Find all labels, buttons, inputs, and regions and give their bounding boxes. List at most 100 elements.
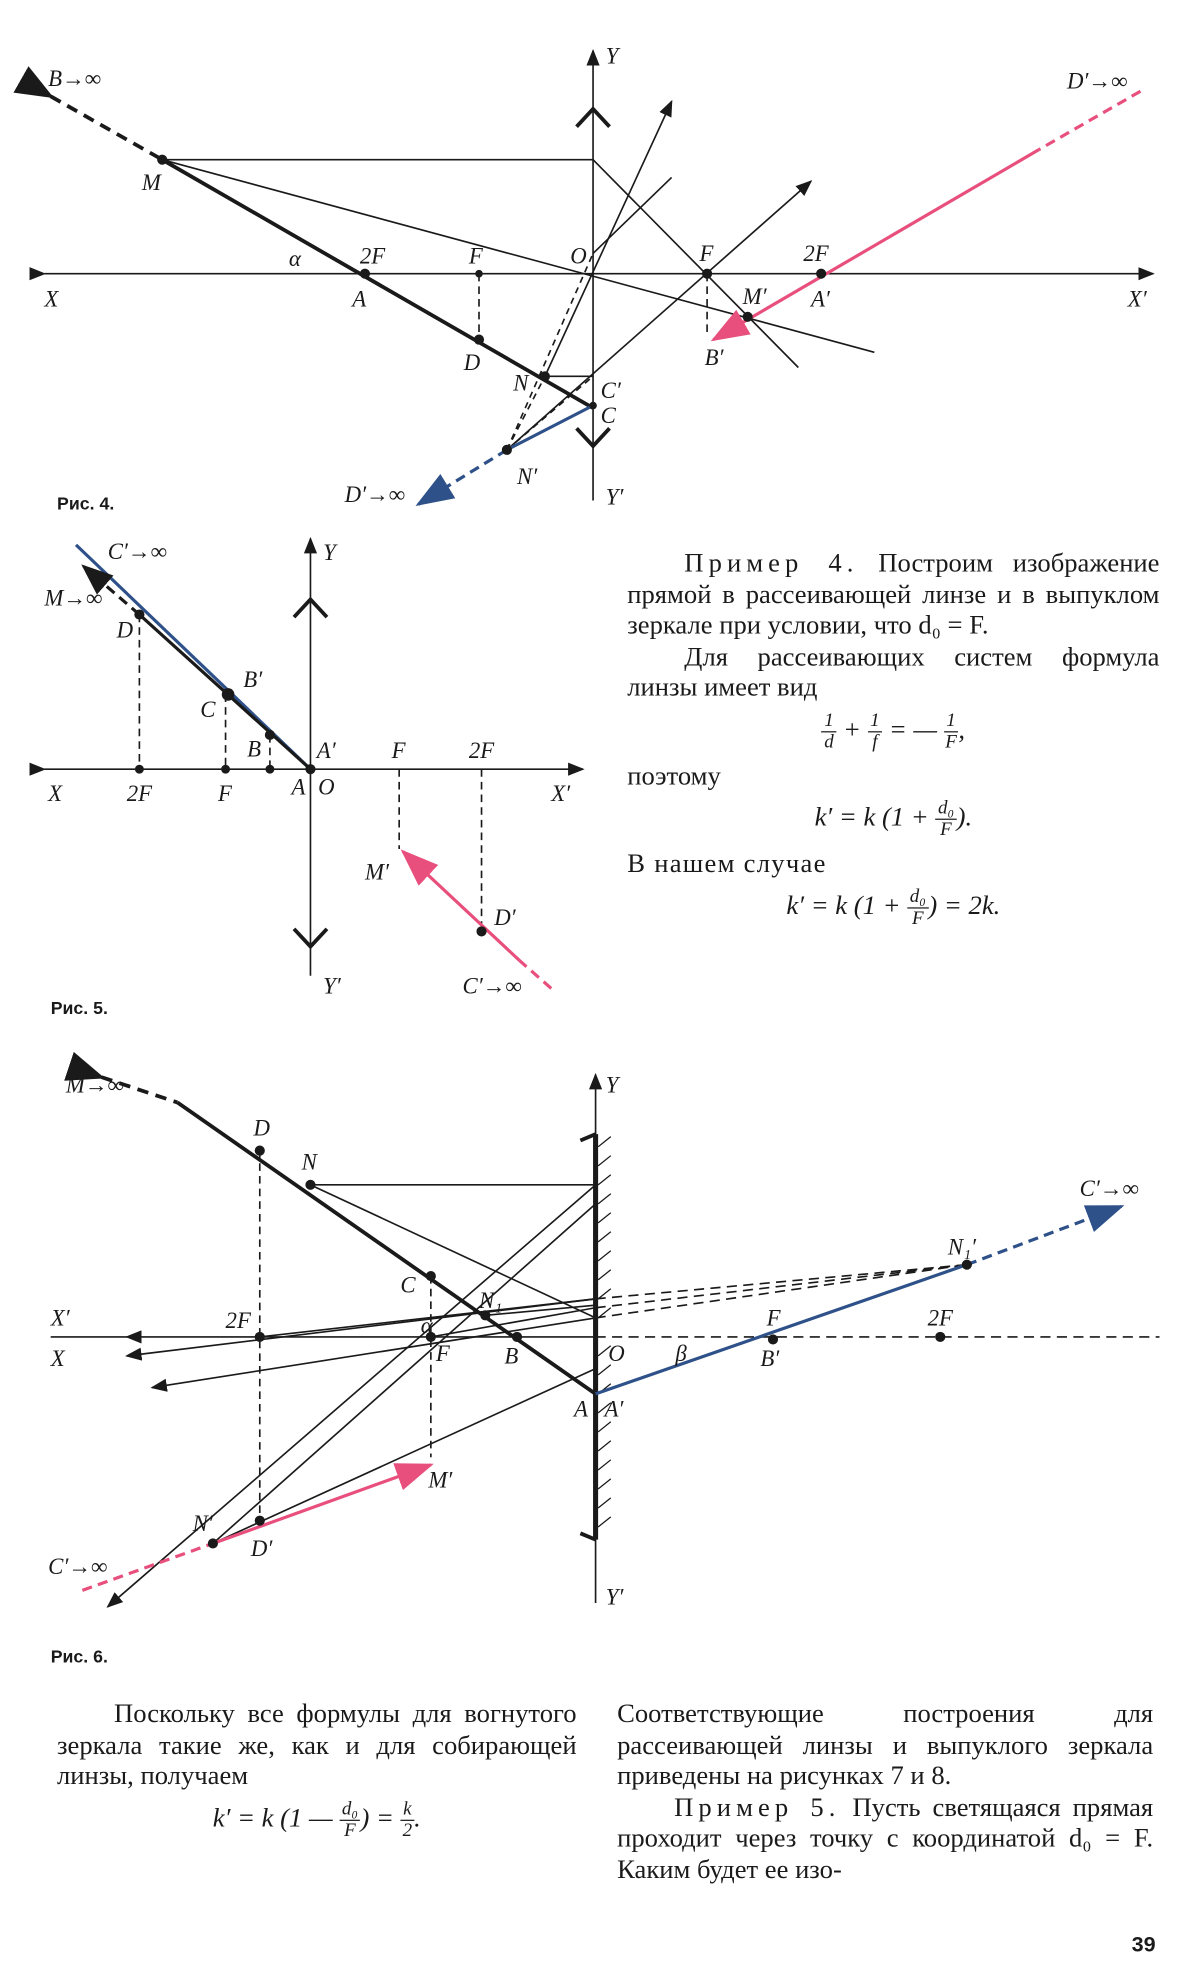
- label: X′: [50, 1305, 71, 1330]
- label: C′: [601, 378, 622, 403]
- num: 1: [821, 710, 837, 732]
- label: Y: [606, 1072, 621, 1097]
- label: C′→∞: [463, 973, 522, 998]
- formula-part: k′ = k (1 +: [786, 889, 901, 920]
- label: D′→∞: [1066, 69, 1128, 94]
- label: D′: [493, 905, 516, 930]
- label: B′: [705, 345, 725, 370]
- den: f: [872, 731, 878, 753]
- label: M→∞: [65, 1072, 124, 1097]
- label: N: [301, 1150, 319, 1175]
- num: 1: [867, 710, 883, 732]
- num: d₀: [935, 798, 957, 820]
- label: C′→∞: [108, 539, 167, 564]
- paragraph: Для рассеивающих систем формула линзы им…: [627, 640, 1160, 703]
- op: = —: [888, 713, 938, 744]
- formula-part: ) = 2k.: [928, 889, 1001, 920]
- example-heading: Пример 5.: [674, 1791, 841, 1822]
- label: X: [43, 287, 59, 312]
- label: C: [601, 403, 617, 428]
- label: X′: [1127, 287, 1148, 312]
- figure-caption: Рис. 5.: [51, 998, 108, 1018]
- den: F: [945, 731, 957, 753]
- label: 2F: [928, 1305, 954, 1330]
- paragraph: В нашем случае: [627, 847, 827, 879]
- figure-caption: Рис. 6.: [51, 1647, 108, 1667]
- num: d₀: [339, 1799, 361, 1821]
- label: O: [318, 775, 334, 800]
- example-4-text: Пример 4. Построим изображение прямой в …: [627, 547, 1159, 935]
- label: B: [504, 1344, 518, 1369]
- label: B′: [243, 667, 263, 692]
- label: Y′: [606, 484, 625, 509]
- figure-5: [29, 536, 585, 990]
- label: O: [608, 1341, 624, 1366]
- label: M→∞: [43, 586, 102, 611]
- paragraph: Поскольку все формулы для вогнутого зерк…: [57, 1698, 577, 1791]
- label: D: [463, 350, 481, 375]
- op: +: [842, 713, 861, 744]
- label: A′: [315, 738, 337, 763]
- den: F: [940, 819, 952, 841]
- label: N₁′: [947, 1235, 977, 1260]
- label: 2F: [226, 1308, 252, 1333]
- label: D′: [250, 1536, 273, 1561]
- label: 2F: [469, 738, 495, 763]
- label: A: [572, 1397, 588, 1422]
- num: k: [400, 1799, 415, 1821]
- paragraph: Пусть светящаяся прямая проходит через т…: [617, 1791, 1154, 1884]
- label: A: [289, 775, 305, 800]
- num: 1: [943, 710, 959, 732]
- label: β: [674, 1341, 687, 1366]
- label: M′: [427, 1468, 453, 1493]
- paragraph: поэтому: [627, 759, 721, 791]
- label: N′: [516, 464, 538, 489]
- label: B′: [760, 1346, 780, 1371]
- op: ,: [958, 713, 965, 744]
- paragraph: Построим изображение прямой в рассеивающ…: [627, 547, 1160, 640]
- label: 2F: [803, 241, 829, 266]
- label: F: [391, 738, 407, 763]
- formula-part: k′ = k (1 +: [814, 801, 929, 832]
- label: A′: [602, 1397, 624, 1422]
- label: 2F: [360, 244, 386, 269]
- label: O: [570, 244, 586, 269]
- label: N′: [192, 1511, 214, 1536]
- formula-part: ) =: [360, 1801, 394, 1833]
- label: D: [116, 617, 134, 642]
- figure-6: [50, 1051, 1160, 1608]
- label: F: [766, 1305, 782, 1330]
- label: F: [468, 244, 484, 269]
- label: X′: [550, 781, 571, 806]
- label: N: [512, 370, 530, 395]
- label: Y: [606, 43, 621, 68]
- label: α: [289, 246, 302, 271]
- page-number: 39: [1131, 1932, 1156, 1957]
- label: F: [698, 241, 714, 266]
- label: α: [421, 1313, 434, 1338]
- label: A: [350, 287, 366, 312]
- label: C′→∞: [48, 1554, 107, 1579]
- formula-part: ).: [956, 801, 973, 832]
- label: X: [47, 781, 63, 806]
- bottom-left-text: Поскольку все формулы для вогнутого зерк…: [57, 1698, 577, 1848]
- den: d: [824, 731, 834, 753]
- formula-part: k′ = k (1 —: [212, 1801, 333, 1833]
- label: N₁: [478, 1288, 502, 1313]
- label: F: [435, 1341, 451, 1366]
- bottom-right-text: Соответствующие построения для рассеиваю…: [617, 1698, 1153, 1884]
- label: Y′: [606, 1584, 625, 1609]
- paragraph: Соответствующие построения для рассеиваю…: [617, 1698, 1154, 1791]
- label: M′: [742, 284, 768, 309]
- label: B: [247, 737, 261, 762]
- figure-4: [13, 49, 1155, 507]
- den: 2: [402, 1820, 413, 1841]
- label: D′→∞: [344, 482, 406, 507]
- label: C: [200, 697, 216, 722]
